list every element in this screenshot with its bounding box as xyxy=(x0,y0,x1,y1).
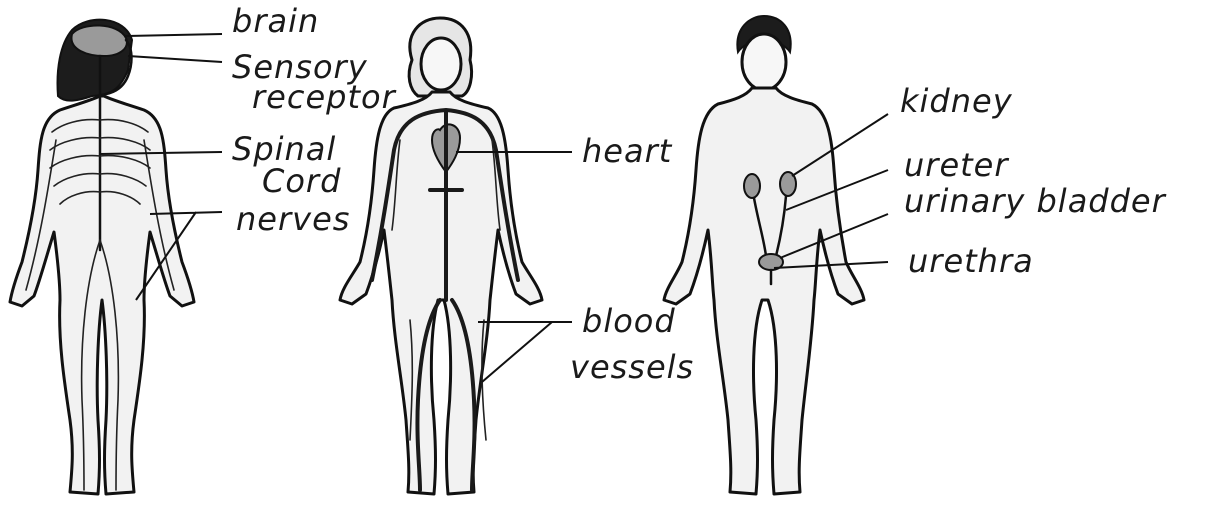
leader-sensory-receptor xyxy=(128,56,222,62)
figure1-brain xyxy=(71,25,126,56)
figure3-kidney-left xyxy=(744,174,760,198)
label-urethra: urethra xyxy=(908,242,1034,280)
label-cord: Cord xyxy=(262,162,341,200)
label-nerves: nerves xyxy=(236,200,350,238)
label-kidney: kidney xyxy=(900,82,1013,120)
urinary-system-figure: kidney ureter urinary bladder urethra xyxy=(664,16,1167,494)
label-blood: blood xyxy=(582,302,676,340)
label-heart: heart xyxy=(582,132,673,170)
leader-brain xyxy=(124,34,222,36)
leader-blood-vessels xyxy=(478,322,572,382)
figure3-face xyxy=(742,34,786,90)
label-ureter: ureter xyxy=(904,146,1009,184)
label-vessels: vessels xyxy=(570,348,694,386)
label-brain: brain xyxy=(232,2,319,40)
label-urinary-bladder: urinary bladder xyxy=(904,182,1167,220)
nervous-system-figure: brain Sensory receptor Spinal Cord nerve… xyxy=(10,2,397,494)
label-receptor: receptor xyxy=(252,78,397,116)
figure2-face xyxy=(421,38,461,90)
